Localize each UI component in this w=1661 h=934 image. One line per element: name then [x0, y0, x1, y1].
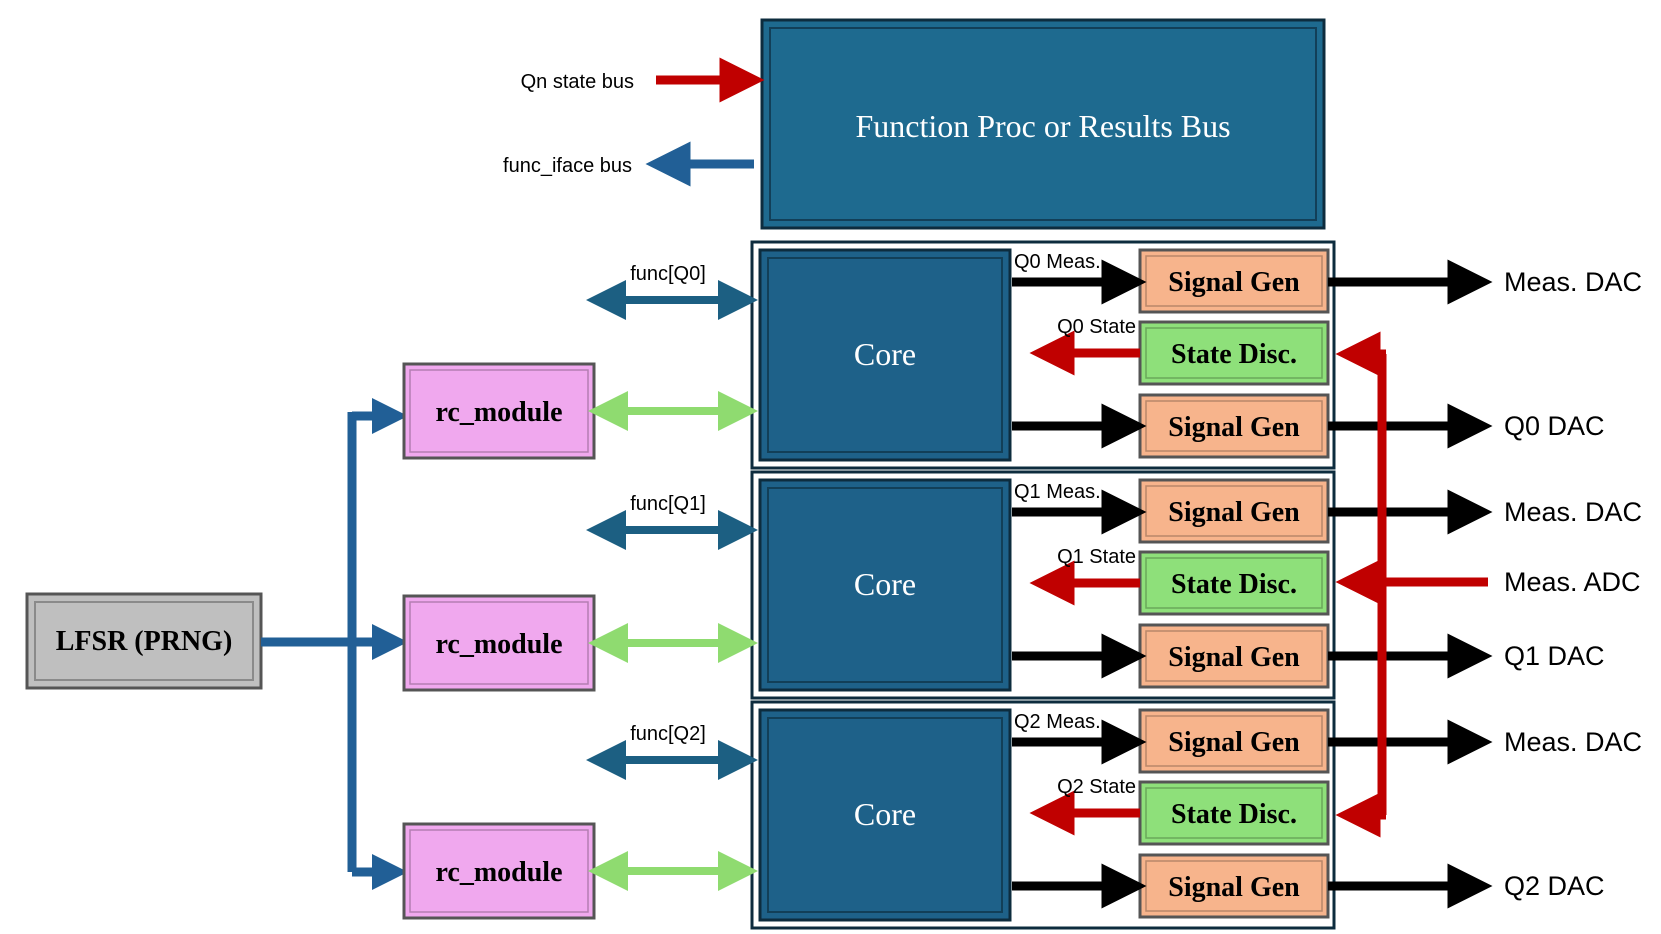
signal-gen-bottom: Signal Gen — [1138, 853, 1330, 919]
core-block: Core — [758, 708, 1012, 922]
output-label-top: Meas. DAC — [1504, 267, 1642, 297]
state-disc: State Disc. — [1138, 780, 1330, 846]
core-block: Core — [758, 248, 1012, 462]
func-iface-bus: func_iface bus — [503, 141, 754, 187]
rc-module-label: rc_module — [435, 857, 562, 888]
state-disc: State Disc. — [1138, 550, 1330, 616]
rc-module-label: rc_module — [435, 629, 562, 660]
output-label-bottom: Q2 DAC — [1504, 871, 1605, 901]
rc-module: rc_module — [402, 822, 596, 920]
state-disc: State Disc. — [1138, 320, 1330, 386]
meas-label: Q0 Meas. — [1014, 251, 1101, 273]
func-label: func[Q1] — [630, 493, 706, 515]
signal-gen-top-label: Signal Gen — [1168, 267, 1300, 298]
state-disc-label: State Disc. — [1171, 569, 1297, 600]
state-label: Q0 State — [1057, 316, 1136, 338]
signal-gen-top: Signal Gen — [1138, 708, 1330, 774]
function-bus-block: Function Proc or Results Bus — [760, 18, 1326, 230]
core-label: Core — [854, 566, 916, 602]
row-frame — [750, 700, 1336, 930]
core-block: Core — [758, 478, 1012, 692]
core-label: Core — [854, 796, 916, 832]
signal-gen-bottom-label: Signal Gen — [1168, 642, 1300, 673]
func-iface-bus-label: func_iface bus — [503, 155, 632, 177]
output-label-top: Meas. DAC — [1504, 497, 1642, 527]
signal-gen-top-label: Signal Gen — [1168, 727, 1300, 758]
rc-module: rc_module — [402, 362, 596, 460]
core-label: Core — [854, 336, 916, 372]
signal-gen-top-label: Signal Gen — [1168, 497, 1300, 528]
lfsr-block: LFSR (PRNG) — [25, 592, 263, 690]
rc-module-label: rc_module — [435, 397, 562, 428]
output-label-top: Meas. DAC — [1504, 727, 1642, 757]
state-label: Q2 State — [1057, 776, 1136, 798]
signal-gen-bottom-label: Signal Gen — [1168, 872, 1300, 903]
adc-label: Meas. ADC — [1504, 567, 1641, 597]
rc-module: rc_module — [402, 594, 596, 692]
function-bus-label: Function Proc or Results Bus — [855, 108, 1230, 144]
func-label: func[Q0] — [630, 263, 706, 285]
row-frame — [750, 240, 1336, 470]
signal-gen-bottom-label: Signal Gen — [1168, 412, 1300, 443]
adc-distribution — [1335, 331, 1488, 838]
signal-gen-bottom: Signal Gen — [1138, 393, 1330, 459]
lfsr-distribution — [261, 398, 408, 890]
qn-state-bus: Qn state bus — [521, 57, 765, 103]
signal-gen-top: Signal Gen — [1138, 478, 1330, 544]
qn-state-bus-label: Qn state bus — [521, 71, 634, 93]
row-frame — [750, 470, 1336, 700]
state-disc-label: State Disc. — [1171, 339, 1297, 370]
output-label-bottom: Q0 DAC — [1504, 411, 1605, 441]
output-label-bottom: Q1 DAC — [1504, 641, 1605, 671]
meas-label: Q1 Meas. — [1014, 481, 1101, 503]
meas-label: Q2 Meas. — [1014, 711, 1101, 733]
func-label: func[Q2] — [630, 723, 706, 745]
signal-gen-top: Signal Gen — [1138, 248, 1330, 314]
signal-gen-bottom: Signal Gen — [1138, 623, 1330, 689]
state-disc-label: State Disc. — [1171, 799, 1297, 830]
lfsr-label: LFSR (PRNG) — [56, 626, 233, 657]
state-label: Q1 State — [1057, 546, 1136, 568]
